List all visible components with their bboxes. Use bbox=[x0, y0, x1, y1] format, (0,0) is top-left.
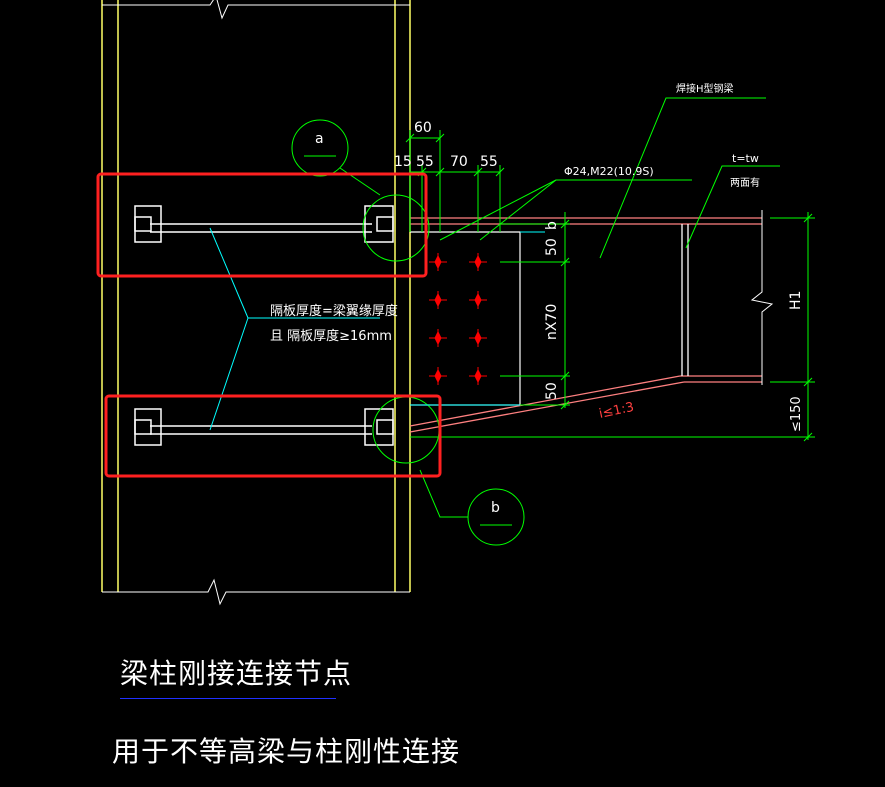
dim-le150: ≤150 bbox=[789, 396, 804, 432]
break-line-top bbox=[102, 0, 410, 20]
web-stiffener bbox=[681, 224, 689, 376]
dim-h1: H1 bbox=[788, 291, 804, 310]
web-note-1: t=tw bbox=[732, 152, 759, 165]
highlight-boxes bbox=[96, 172, 442, 478]
dim-15: 15 bbox=[394, 154, 412, 170]
top-diaphragm bbox=[134, 205, 394, 243]
column bbox=[101, 0, 411, 592]
highlight-box-top bbox=[96, 172, 428, 278]
bolt bbox=[469, 253, 487, 271]
dim-55a: 55 bbox=[416, 154, 434, 170]
bolt bbox=[469, 291, 487, 309]
dimension-lines bbox=[291, 97, 815, 546]
beam-break-line bbox=[750, 210, 774, 385]
plate-note-2: 且 隔板厚度≥16mm bbox=[270, 328, 392, 344]
bolt bbox=[429, 367, 447, 385]
dim-70: 70 bbox=[450, 154, 468, 170]
dim-50-bottom: 50 bbox=[544, 382, 560, 400]
bolt bbox=[429, 253, 447, 271]
dim-nx70: nX70 bbox=[544, 304, 560, 340]
bolts bbox=[429, 253, 487, 385]
bottom-diaphragm bbox=[134, 408, 394, 446]
bolt bbox=[429, 329, 447, 347]
callout-a-label: a bbox=[315, 131, 324, 147]
dim-55b: 55 bbox=[480, 154, 498, 170]
bolt bbox=[469, 367, 487, 385]
dim-b: b bbox=[544, 221, 560, 230]
callout-b-label: b bbox=[491, 500, 500, 516]
highlight-box-bottom bbox=[104, 394, 442, 478]
bolt bbox=[469, 329, 487, 347]
drawing-title: 梁柱刚接连接节点 bbox=[120, 657, 353, 690]
slope-label: i≤1:3 bbox=[598, 400, 636, 422]
dim-50-top: 50 bbox=[544, 238, 560, 256]
bolt-spec: Φ24,M22(10.9S) bbox=[564, 165, 654, 178]
title-underline bbox=[120, 698, 336, 699]
dim-60: 60 bbox=[414, 120, 432, 136]
plate-note-leader bbox=[209, 227, 545, 431]
plate-note-1: 隔板厚度=梁翼缘厚度 bbox=[270, 303, 398, 319]
beam bbox=[409, 217, 762, 433]
weld-note: 焊接H型钢梁 bbox=[676, 82, 734, 95]
drawing-subtitle: 用于不等高梁与柱刚性连接 bbox=[112, 735, 461, 768]
bolt bbox=[429, 291, 447, 309]
web-note-2: 两面有 bbox=[730, 176, 760, 189]
break-line-bottom bbox=[102, 578, 410, 606]
